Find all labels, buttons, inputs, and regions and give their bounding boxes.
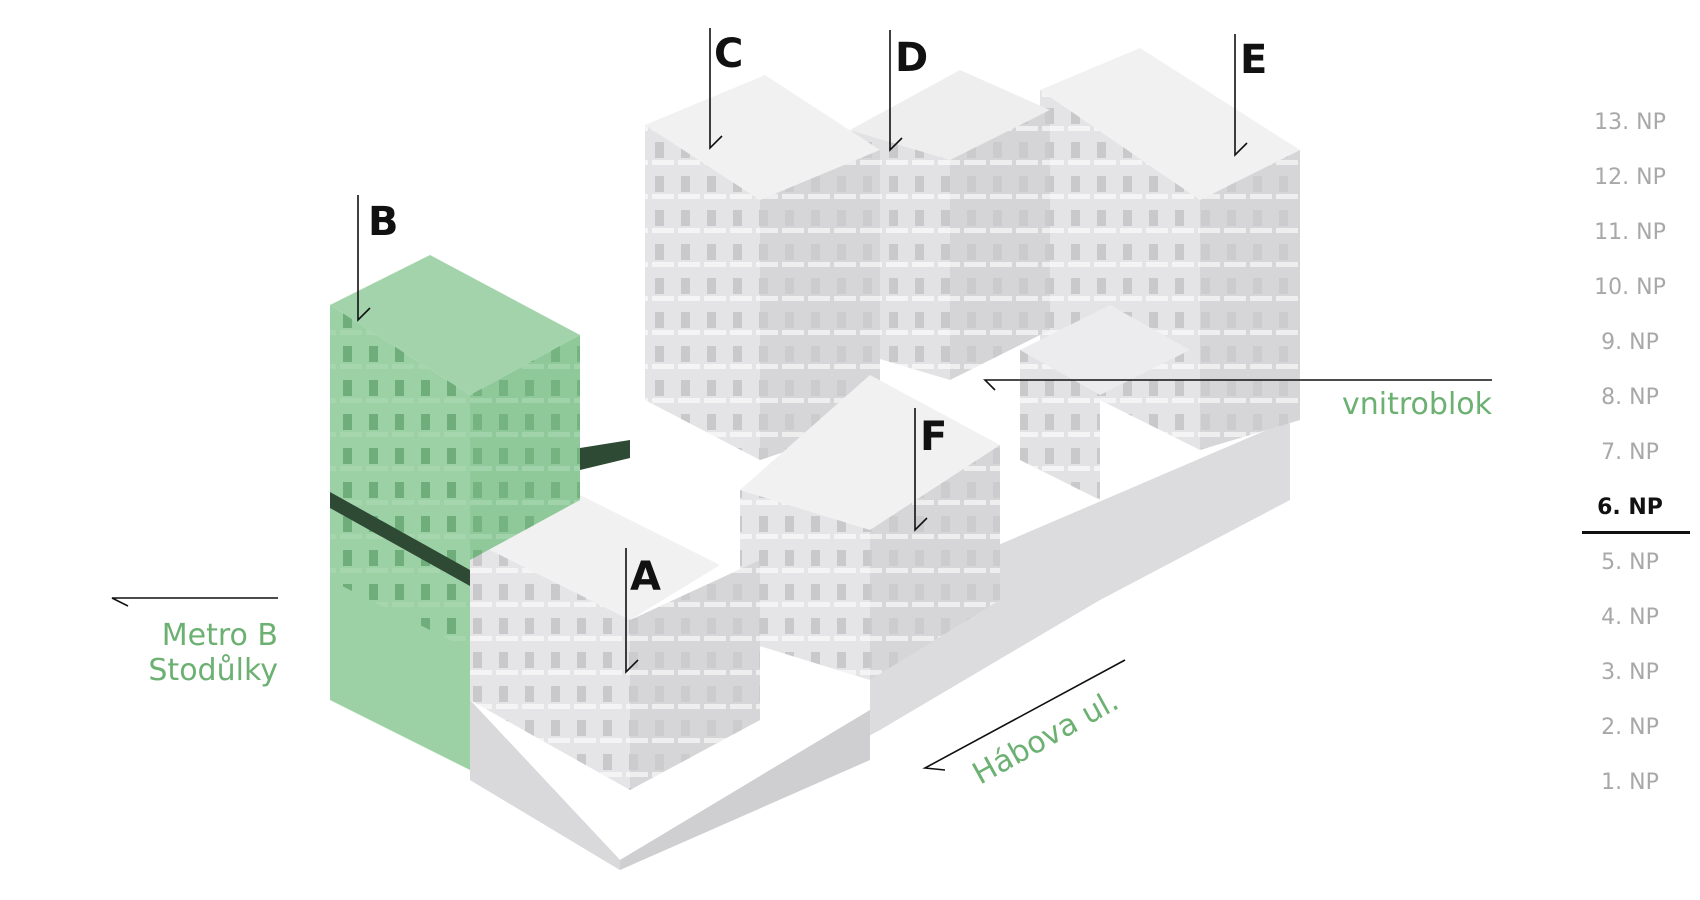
building-label-A[interactable]: A [630,554,661,600]
floor-item[interactable]: 2. NP [1601,715,1659,740]
courtyard-block [1020,305,1190,500]
floor-item[interactable]: 4. NP [1601,605,1659,630]
floor-item[interactable]: 9. NP [1601,330,1659,355]
floor-item[interactable]: 1. NP [1601,770,1659,795]
floor-item[interactable]: 3. NP [1601,660,1659,685]
building-F[interactable] [740,375,1000,680]
floor-item[interactable]: 11. NP [1594,220,1666,245]
building-A[interactable] [470,485,760,790]
building-C[interactable] [645,75,880,460]
courtyard-label: vnitroblok [1342,387,1493,422]
floor-selector: 13. NP 12. NP 11. NP 10. NP 9. NP 8. NP 7. NP 6… [1570,98,1690,813]
building-label-E[interactable]: E [1240,37,1267,83]
floor-item[interactable]: 5. NP [1601,550,1659,575]
floor-item[interactable]: 6. NP [1570,483,1690,538]
building-pointers [357,28,1248,674]
floor-item[interactable]: 8. NP [1601,385,1659,410]
metro-arrow [111,597,278,607]
floor-item[interactable]: 10. NP [1594,275,1666,300]
building-label-C[interactable]: C [714,31,743,77]
building-B[interactable] [330,255,630,770]
street-arrow [922,659,1126,771]
metro-label-line1: Metro B [162,618,278,653]
building-label-F[interactable]: F [920,414,947,460]
street-label: Hábova ul. [967,683,1125,792]
floor-item[interactable]: 7. NP [1601,440,1659,465]
floor-item[interactable]: 13. NP [1594,110,1666,135]
building-label-B[interactable]: B [368,199,399,245]
metro-label-line2: Stodůlky [148,653,278,688]
floor-item[interactable]: 12. NP [1594,165,1666,190]
selected-floor-band [330,492,470,586]
building-label-D[interactable]: D [895,35,928,81]
courtyard-pointer [983,379,1492,391]
